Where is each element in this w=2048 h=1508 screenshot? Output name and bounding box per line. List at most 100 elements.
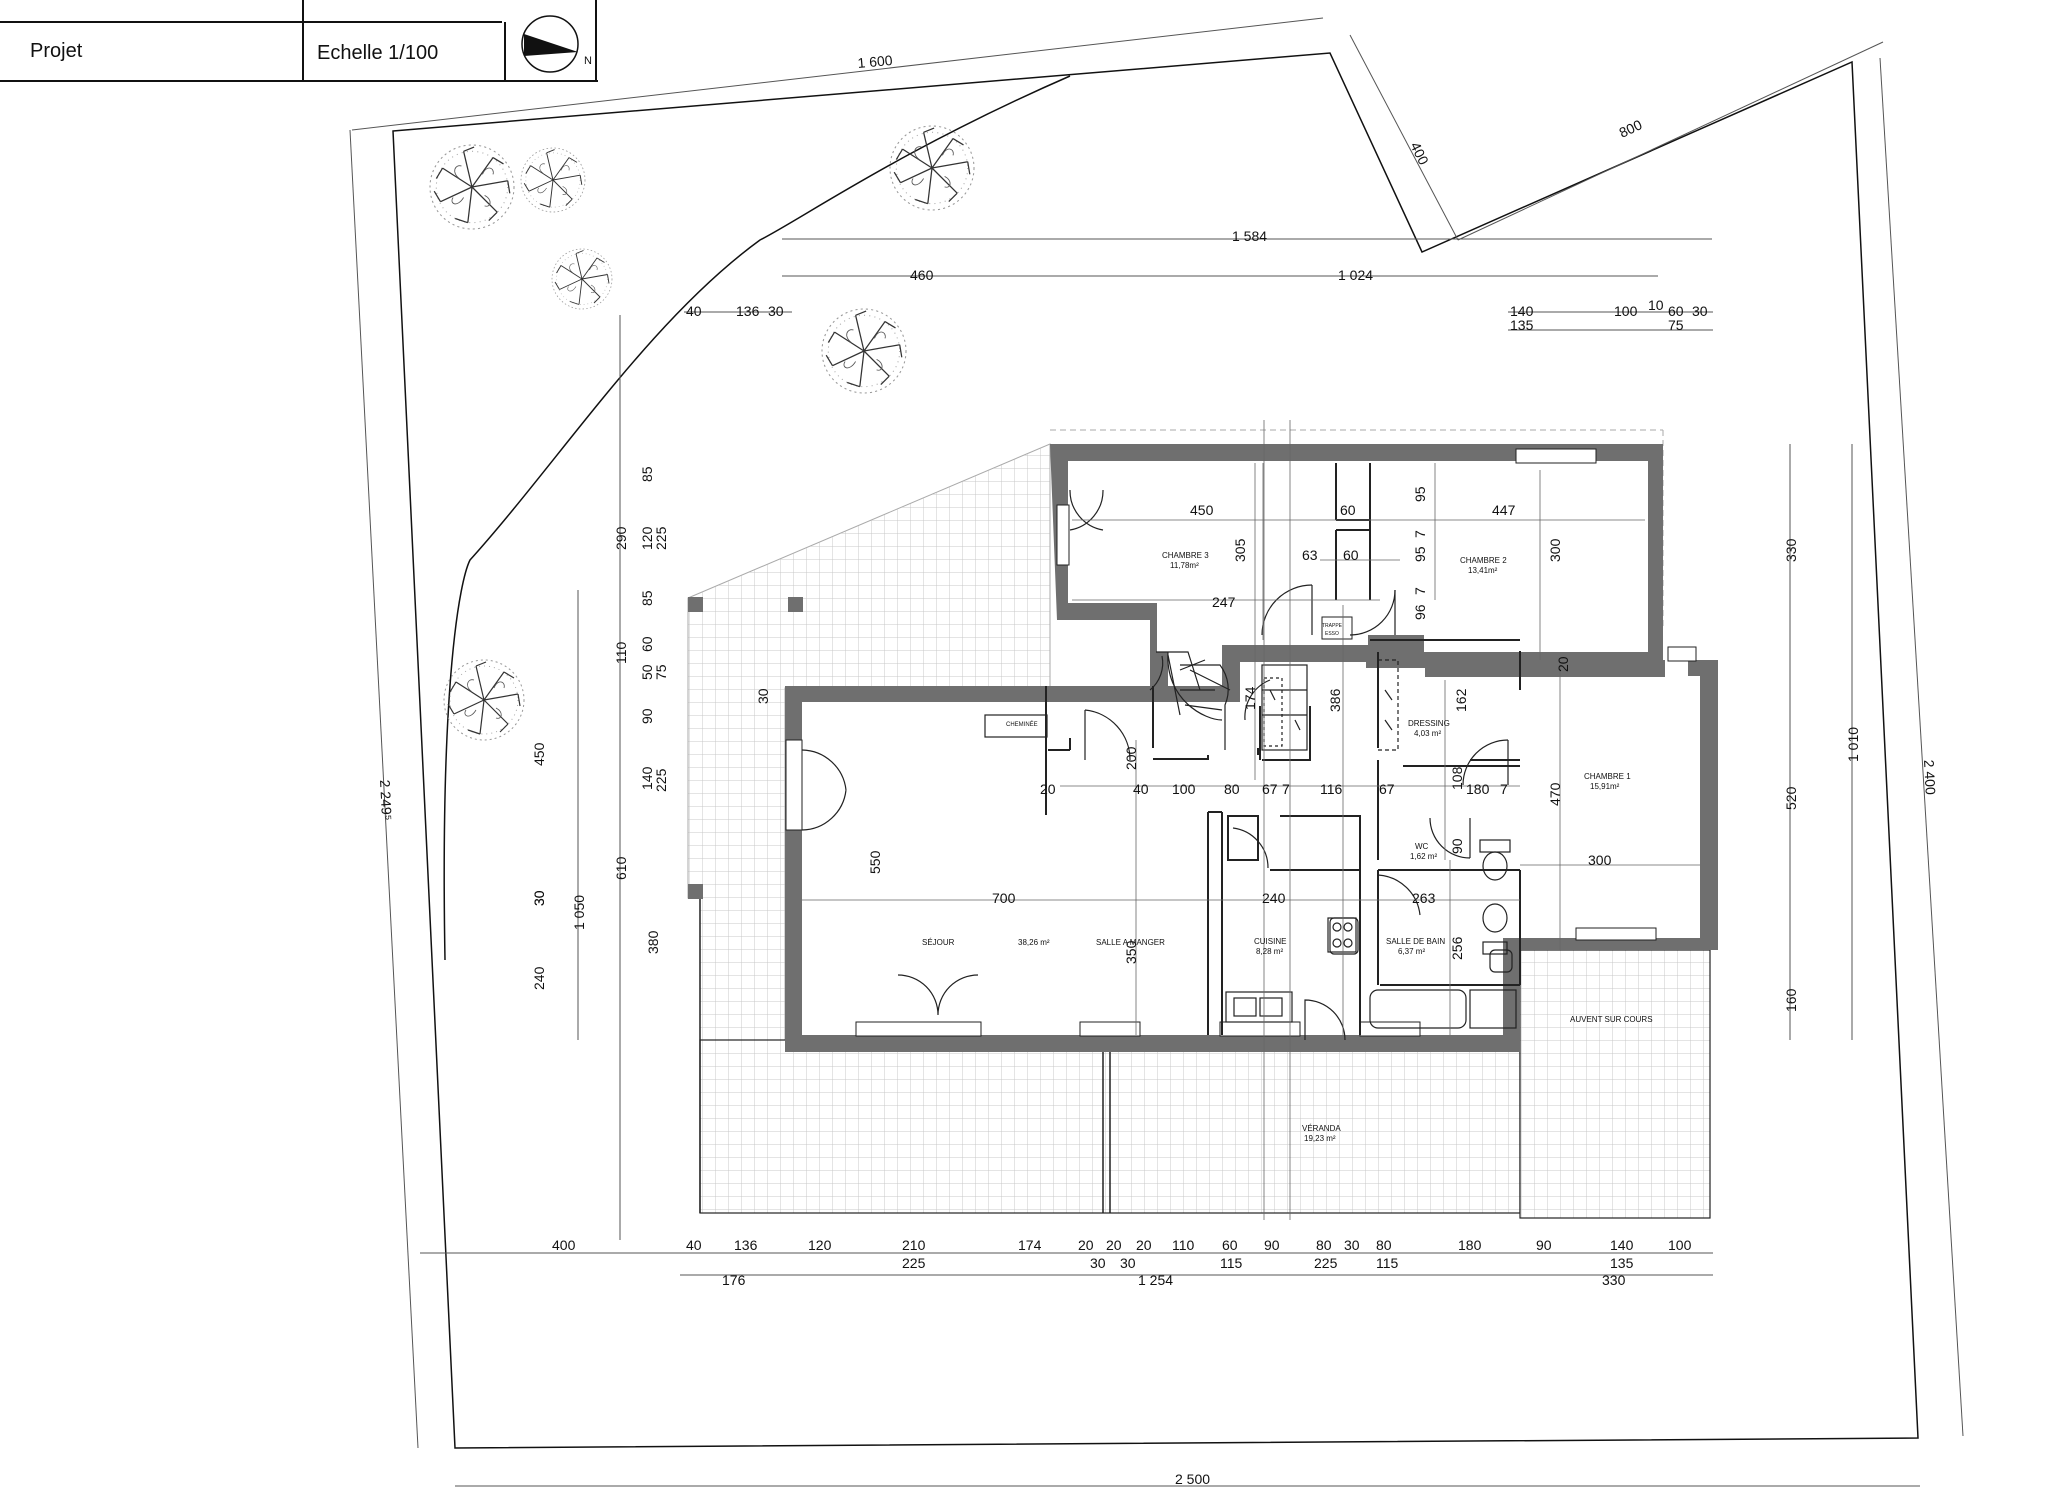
dim-top-left-30: 30: [768, 303, 784, 319]
dim-top-right-75: 75: [1668, 317, 1684, 333]
dim-l-30: 30: [531, 890, 547, 906]
dim-b-90: 90: [1264, 1237, 1280, 1253]
room-chambre1-area: 15,91m²: [1590, 782, 1620, 791]
dim-l-610: 610: [613, 856, 629, 880]
dim-i-180: 180: [1466, 781, 1490, 797]
dim-v-386: 386: [1327, 688, 1343, 712]
dim-l-240: 240: [531, 966, 547, 990]
dim-r-330: 330: [1783, 538, 1799, 562]
dim-l-90: 90: [639, 708, 655, 724]
dim-top-left-40: 40: [686, 303, 702, 319]
dim-top-right-140: 140: [1510, 303, 1534, 319]
dim-b-80b: 80: [1376, 1237, 1392, 1253]
trappe-line1: TRAPPE: [1322, 623, 1343, 629]
left-dimensions: 85 290 85 110 90 140 610 380 120 225 60 …: [531, 466, 669, 990]
dim-l-290: 290: [613, 526, 629, 550]
dim-l-110: 110: [613, 641, 629, 664]
dim-r-160: 160: [1783, 988, 1799, 1012]
room-salle-bain-name: SALLE DE BAIN: [1386, 937, 1445, 946]
dim-top-right-30: 30: [1692, 303, 1708, 319]
dim-l-450: 450: [531, 742, 547, 766]
dim-b-225: 225: [902, 1255, 926, 1271]
dim-b-20b: 20: [1106, 1237, 1122, 1253]
dim-l-85: 85: [639, 466, 655, 482]
dim-v-200: 200: [1123, 746, 1139, 770]
project-label: Projet: [30, 40, 83, 62]
dim-v-550: 550: [867, 850, 883, 874]
dim-v-470: 470: [1547, 782, 1563, 806]
dim-v-162: 162: [1453, 688, 1469, 712]
dim-r-520: 520: [1783, 786, 1799, 810]
room-cuisine-area: 8,28 m²: [1256, 947, 1283, 956]
room-veranda-name: VÉRANDA: [1302, 1124, 1341, 1133]
interior-h-dimensions: 450 60 447 63 60 247 20 40 100 80 67 7 1…: [992, 502, 1612, 906]
dim-b-140: 140: [1610, 1237, 1634, 1253]
room-wc-area: 1,62 m²: [1410, 852, 1437, 861]
room-chambre1-name: CHAMBRE 1: [1584, 772, 1631, 781]
title-block: Projet Echelle 1/100 N: [0, 0, 598, 82]
room-salle-bain-area: 6,37 m²: [1398, 947, 1425, 956]
bottom-dimensions: 400 40 136 120 210 174 20 20 20 110 60 9…: [552, 1237, 1692, 1288]
dim-i-67: 67: [1262, 781, 1278, 797]
dim-top-right-60: 60: [1668, 303, 1684, 319]
north-letter: N: [584, 55, 592, 67]
dim-site-right-top: 800: [1617, 116, 1645, 140]
room-dressing-name: DRESSING: [1408, 719, 1450, 728]
dim-b-174: 174: [1018, 1237, 1042, 1253]
room-chambre3-name: CHAMBRE 3: [1162, 551, 1209, 560]
dim-i-700: 700: [992, 890, 1016, 906]
room-cuisine-name: CUISINE: [1254, 937, 1286, 946]
dim-v-350: 350: [1123, 940, 1139, 964]
tree-icon: [520, 147, 586, 213]
dim-v-30: 30: [755, 688, 771, 704]
site-boundary: [392, 52, 1919, 1449]
right-dimensions: 330 520 160 1 010: [1783, 538, 1861, 1012]
dim-i-263: 263: [1412, 890, 1436, 906]
dim-b-135: 135: [1610, 1255, 1634, 1271]
room-cheminee-name: CHEMINÉE: [1006, 721, 1038, 728]
dim-site-notch: 400: [1407, 139, 1432, 167]
dim-site-top: 1 600: [857, 52, 894, 71]
dim-l-120: 120: [639, 526, 655, 550]
interior-dimension-lines: [802, 420, 1700, 1220]
dim-v-90: 90: [1449, 838, 1465, 854]
dim-v-174: 174: [1242, 686, 1258, 710]
tree-icon: [429, 144, 515, 230]
trappe-line2: ESSO: [1325, 631, 1339, 637]
dim-l-140: 140: [639, 766, 655, 790]
dim-v-300: 300: [1547, 538, 1563, 562]
dim-l-50: 50: [639, 664, 655, 680]
dim-v-7b: 7: [1412, 587, 1428, 595]
room-salle-manger-name: SALLE A MANGER: [1096, 938, 1165, 947]
dim-b-176: 176: [722, 1272, 746, 1288]
dim-top-right-135: 135: [1510, 317, 1534, 333]
dim-v-95b: 95: [1412, 546, 1428, 562]
exterior-walls: [785, 444, 1718, 1052]
north-arrow-icon: [521, 15, 579, 73]
dim-b-110: 110: [1172, 1237, 1195, 1253]
dim-i-67b: 67: [1379, 781, 1395, 797]
dim-i-63: 63: [1302, 547, 1318, 563]
dim-site-bottom: 2 500: [1175, 1471, 1210, 1487]
dim-b-30: 30: [1344, 1237, 1360, 1253]
room-sejour-name: SÉJOUR: [922, 938, 955, 947]
room-wc-name: WC: [1415, 842, 1429, 851]
room-sejour-area: 38,26 m²: [1018, 938, 1050, 947]
dim-v-20: 20: [1555, 656, 1571, 672]
dim-l-1050: 1 050: [571, 895, 587, 930]
room-chambre3-area: 11,78m²: [1170, 561, 1199, 570]
dim-b-210: 210: [902, 1237, 926, 1253]
dim-r-1010: 1 010: [1845, 727, 1861, 762]
site-dimension-lines: [349, 17, 1964, 1487]
dim-top-460: 460: [910, 267, 934, 283]
dim-top-1584: 1 584: [1232, 228, 1267, 244]
dim-l-225b: 225: [653, 768, 669, 792]
dim-b-90b: 90: [1536, 1237, 1552, 1253]
dim-b-115: 115: [1220, 1255, 1243, 1271]
tree-icon: [551, 248, 613, 310]
dim-i-116: 116: [1320, 781, 1343, 797]
terraces: [687, 429, 1711, 1219]
dim-v-95: 95: [1412, 486, 1428, 502]
dim-b-115b: 115: [1376, 1255, 1399, 1271]
